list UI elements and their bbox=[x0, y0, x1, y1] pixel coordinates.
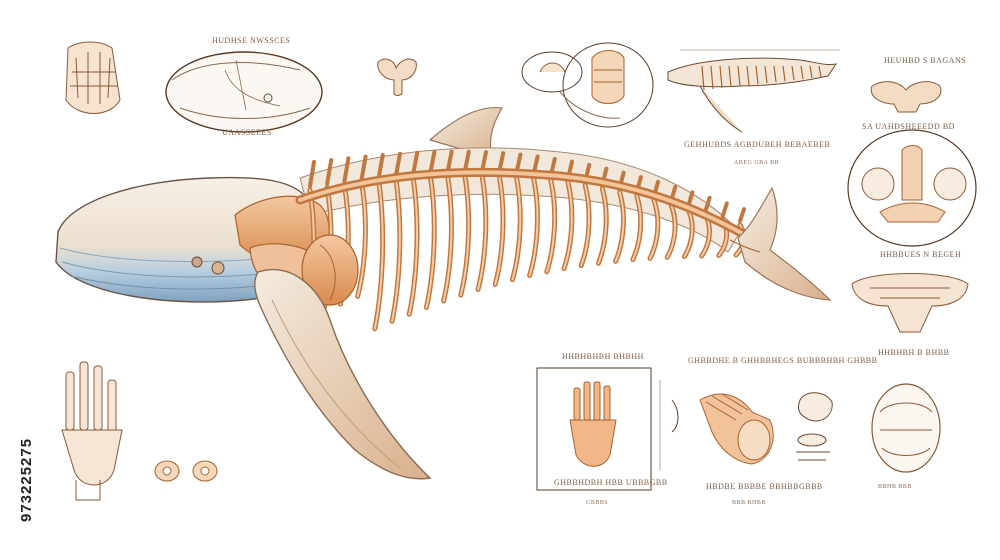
vertebra-pair bbox=[154, 460, 218, 482]
rib-highlight bbox=[442, 174, 453, 303]
spine-caption: GEHHUBDS AGBDUBEH BEBAEBEB bbox=[684, 140, 831, 149]
mini-rib bbox=[773, 65, 777, 83]
rib-highlight bbox=[563, 181, 573, 270]
eye-icon bbox=[191, 256, 203, 268]
mini-rib bbox=[791, 65, 795, 81]
rib-highlight bbox=[528, 177, 539, 277]
rib-highlight bbox=[391, 178, 401, 323]
mini-rib bbox=[719, 65, 723, 89]
vertebra-diagram bbox=[521, 42, 654, 128]
tail-fluke bbox=[737, 186, 832, 301]
rib-highlight bbox=[683, 208, 694, 258]
vertebra-process bbox=[342, 156, 351, 184]
rib-highlight bbox=[631, 195, 642, 261]
rib-highlight bbox=[666, 203, 677, 259]
rib-highlight bbox=[459, 174, 470, 297]
pelvis-diagram bbox=[847, 129, 977, 247]
bone-pieces bbox=[796, 392, 833, 461]
flipper-bones-top bbox=[65, 41, 121, 114]
mini-rib bbox=[728, 65, 732, 88]
mini-rib bbox=[755, 65, 759, 85]
rib-highlight bbox=[408, 176, 419, 316]
rib-highlight bbox=[511, 175, 522, 281]
rib-highlight bbox=[477, 174, 487, 291]
mini-rib bbox=[818, 65, 822, 78]
vertebra-process bbox=[720, 201, 729, 218]
mid-small-caption: BBB BHBB bbox=[732, 500, 766, 506]
rib-highlight bbox=[597, 187, 608, 265]
right-title-2: SA UAHDSHEEEDD BD bbox=[862, 122, 955, 131]
mini-rib bbox=[764, 65, 768, 84]
rib-highlight bbox=[494, 174, 505, 286]
whale-skeleton bbox=[55, 106, 832, 480]
flipper-box bbox=[536, 367, 679, 491]
rib-highlight bbox=[425, 175, 436, 309]
box-caption: GHBBHDBH HBB UBBBGBB bbox=[554, 478, 668, 487]
rib-highlight bbox=[356, 182, 367, 298]
mini-rib bbox=[737, 65, 741, 87]
jaw-caption: UAASSEEES bbox=[222, 128, 272, 137]
skull-diagram bbox=[165, 51, 323, 133]
whale-skeleton-small bbox=[667, 49, 840, 133]
rib-highlight bbox=[649, 199, 659, 260]
hand-bones-left bbox=[61, 361, 123, 501]
mini-rib bbox=[701, 65, 705, 91]
vertebra-process bbox=[394, 151, 402, 178]
rib-highlight bbox=[373, 180, 384, 330]
jaw-title: HUDHSE NWSSCES bbox=[212, 36, 291, 45]
vertebra-process bbox=[428, 150, 437, 175]
right-title-3: HHBBUES N BEGEH bbox=[880, 250, 962, 259]
vertebra-process bbox=[411, 150, 420, 176]
dorsal-fin bbox=[428, 106, 503, 159]
spine-caption-small: ABEG GBA BB bbox=[734, 160, 780, 166]
flipper-bones-mid bbox=[699, 393, 774, 465]
vertebra-process bbox=[359, 154, 368, 182]
mini-rib bbox=[809, 65, 813, 79]
right-title-1: HEUHBD S BAGANS bbox=[884, 56, 967, 65]
vertebra-process bbox=[325, 158, 334, 186]
scapula bbox=[301, 234, 359, 306]
mini-rib bbox=[800, 65, 804, 80]
stock-id: 973225275 bbox=[6, 322, 35, 522]
mid-caption: HBDBE BBBBE BBHBBGBBB bbox=[706, 482, 823, 491]
box-title: HHBHBHBH BHBHH bbox=[562, 352, 644, 361]
pelvis-bottom bbox=[851, 273, 969, 333]
rib-highlight bbox=[614, 191, 625, 263]
stock-id-text: 973225275 bbox=[18, 437, 35, 522]
right-bottom-caption: BBHB BBB bbox=[878, 484, 912, 490]
vertebra-small bbox=[377, 58, 417, 96]
vertebra-process bbox=[376, 153, 385, 180]
skull-front bbox=[871, 383, 941, 473]
vertebra-process bbox=[445, 149, 454, 174]
mid-title: GHBBDHE B GHHBBHEGS BUBBBHBH GHBBB bbox=[688, 356, 878, 365]
vertebra-process bbox=[308, 160, 316, 188]
vertebra-process bbox=[738, 207, 746, 223]
right-title-4: HHBHBH B BHBB bbox=[878, 348, 950, 357]
pectoral-fin bbox=[254, 268, 432, 480]
pelvis-top bbox=[870, 81, 942, 113]
rib-highlight bbox=[580, 184, 590, 267]
rib-highlight bbox=[545, 179, 556, 273]
mini-rib bbox=[710, 65, 714, 90]
mini-rib bbox=[746, 65, 750, 86]
mini-rib bbox=[782, 65, 786, 82]
box-small-caption: GBBBS bbox=[586, 500, 609, 506]
vertebra-process bbox=[703, 195, 712, 213]
